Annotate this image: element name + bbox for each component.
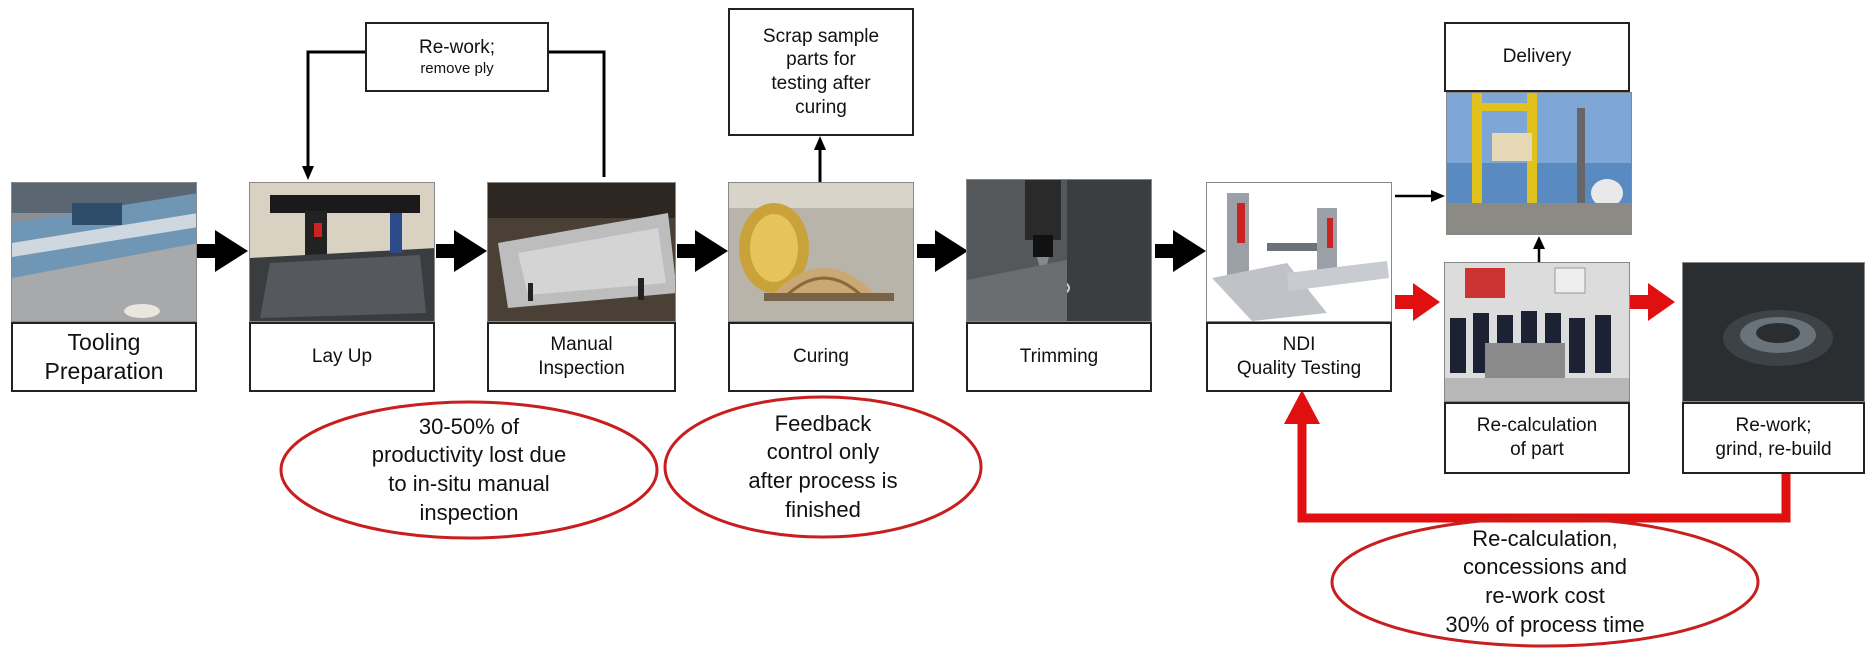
layup-photo [249,182,435,322]
ndi-quality-testing-label: NDI Quality Testing [1206,322,1392,392]
rework-cost-text: Re-calculation, concessions and re-work … [1445,525,1645,637]
feedback-control-text: Feedback control only after process is f… [748,410,898,522]
ndi-photo [1206,182,1392,322]
manual-inspection-label: Manual Inspection [487,322,676,392]
scrap-arrow [814,136,826,182]
recalculation-label: Re-calculation of part [1444,402,1630,474]
flow-arrow-inspection-curing [677,230,728,272]
flow-arrow-curing-trimming [917,230,968,272]
rework-ply-line1: Re-work; [418,36,495,58]
ellipse-inspection-loss [279,400,659,540]
recalc-up-arrow [1533,236,1545,262]
rework-photo [1682,262,1865,402]
curing-photo [728,182,914,322]
scrap-sample-box: Scrap sample parts for testing after cur… [728,8,914,136]
delivery-arrow [1395,190,1445,202]
flow-arrow-trimming-ndi [1155,230,1206,272]
ellipse-rework-cost [1330,516,1760,648]
red-arrow-ndi-recalc [1395,283,1440,321]
inspection-loss-text: 30-50% of productivity lost due to in-si… [371,413,567,525]
trimming-photo [966,179,1152,322]
tooling-preparation-label: Tooling Preparation [11,322,197,392]
rework-remove-ply-box: Re-work; remove ply [365,22,549,92]
delivery-label: Delivery [1444,22,1630,92]
inspection-photo [487,182,676,322]
red-arrow-recalc-rework [1630,283,1675,321]
flow-arrow-layup-inspection [436,230,487,272]
delivery-photo [1446,92,1632,235]
rework-loop-arrow [302,50,606,180]
tooling-photo [11,182,197,322]
ellipse-feedback [663,395,983,539]
flow-arrow-tooling-layup [197,230,248,272]
rework-ply-line2: remove ply [420,59,494,77]
recalc-photo [1444,262,1630,402]
curing-label: Curing [728,322,914,392]
trimming-label: Trimming [966,322,1152,392]
rework-grind-label: Re-work; grind, re-build [1682,402,1865,474]
lay-up-label: Lay Up [249,322,435,392]
